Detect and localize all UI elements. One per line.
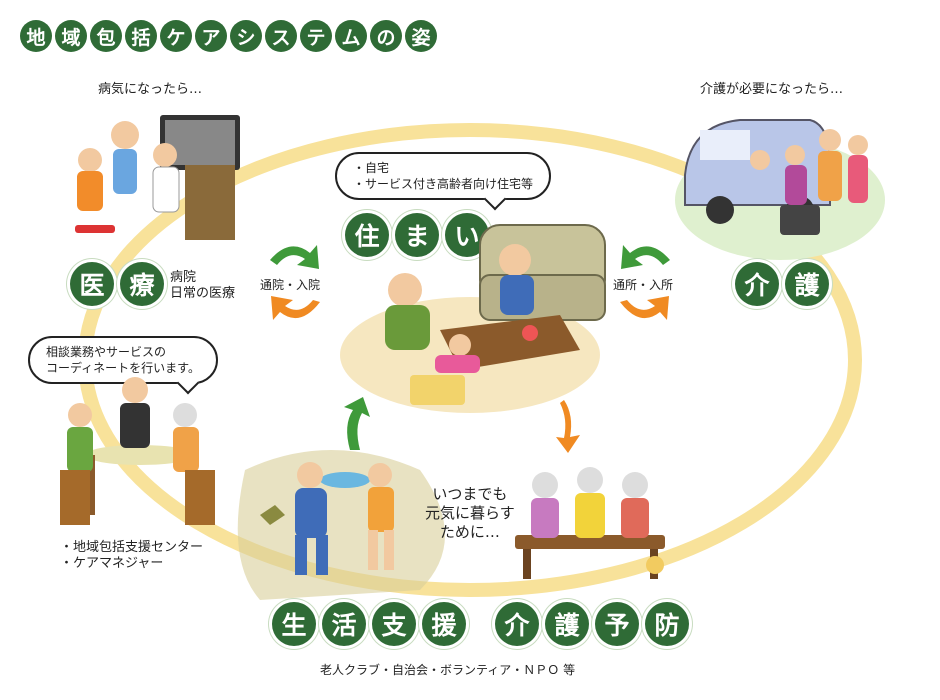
home-label: 住まい	[345, 213, 489, 257]
title-char: 包	[90, 20, 122, 52]
message-line: ために…	[439, 523, 500, 541]
prevention-label-char: 介	[495, 602, 539, 646]
arrow-orange-icon	[556, 400, 580, 453]
footer-note: 老人クラブ・自治会・ボランティア・ＮＰＯ 等	[320, 663, 576, 677]
title-char: テ	[300, 20, 332, 52]
life-support-label-char: 支	[372, 602, 416, 646]
center-list-item: ・地域包括支援センター	[60, 540, 204, 555]
prevention-label: 介護予防	[495, 602, 689, 646]
care-caption: 介護が必要になったら…	[700, 82, 844, 97]
home-illustration	[340, 224, 606, 413]
life-support-label-char: 援	[422, 602, 466, 646]
care-label-char: 介	[735, 262, 779, 306]
medical-caption: 病気になったら…	[98, 82, 203, 97]
title-char: 域	[55, 20, 87, 52]
medical-flow-label: 通院・入院	[260, 278, 321, 292]
medical-label: 医療	[70, 262, 164, 306]
arrow-green-icon	[344, 397, 370, 450]
care-illustration	[684, 119, 868, 235]
center-bubble-line: コーディネートを行います。	[46, 361, 200, 375]
title-char: ケ	[160, 20, 192, 52]
home-label-char: 住	[345, 213, 389, 257]
home-bubble-line: ・自宅	[353, 161, 390, 175]
title-char: ス	[265, 20, 297, 52]
medical-desc: 病院 日常の医療	[170, 270, 235, 302]
home-bubble: ・自宅 ・サービス付き高齢者向け住宅等	[335, 152, 552, 200]
message: いつまでも 元気に暮らす ために…	[425, 485, 515, 542]
title-char: の	[370, 20, 402, 52]
care-flow-label: 通所・入所	[613, 278, 674, 292]
home-label-char: ま	[395, 213, 439, 257]
life-support-label: 生活支援	[272, 602, 466, 646]
title-char: 地	[20, 20, 52, 52]
center-list: ・地域包括支援センター ・ケアマネジャー	[60, 540, 203, 572]
prevention-label-char: 防	[645, 602, 689, 646]
arrow-orange-icon	[620, 296, 669, 320]
message-line: いつまでも	[432, 485, 508, 503]
center-list-item: ・ケアマネジャー	[60, 556, 164, 571]
message-line: 元気に暮らす	[425, 504, 515, 522]
arrow-green-icon	[270, 245, 319, 269]
title-char: ア	[195, 20, 227, 52]
center-bubble-line: 相談業務やサービスの	[46, 345, 167, 359]
medical-illustration	[75, 115, 240, 240]
life-support-illustration	[260, 462, 394, 575]
medical-desc-line: 日常の医療	[170, 286, 236, 301]
life-support-label-char: 活	[322, 602, 366, 646]
prevention-label-char: 予	[595, 602, 639, 646]
prevention-illustration	[515, 467, 665, 579]
title-char: 姿	[405, 20, 437, 52]
page-title: 地域包括ケアシステムの姿	[20, 20, 437, 52]
life-support-label-char: 生	[272, 602, 316, 646]
care-label-char: 護	[785, 262, 829, 306]
home-bubble-line: ・サービス付き高齢者向け住宅等	[353, 177, 534, 191]
title-char: 括	[125, 20, 157, 52]
center-bubble: 相談業務やサービスの コーディネートを行います。	[28, 336, 218, 384]
title-char: シ	[230, 20, 262, 52]
medical-label-char: 療	[120, 262, 164, 306]
prevention-label-char: 護	[545, 602, 589, 646]
medical-desc-line: 病院	[170, 270, 197, 285]
care-label: 介護	[735, 262, 829, 306]
title-char: ム	[335, 20, 367, 52]
arrow-green-icon	[621, 245, 670, 269]
arrow-orange-icon	[271, 296, 320, 320]
medical-label-char: 医	[70, 262, 114, 306]
home-label-char: い	[445, 213, 489, 257]
center-illustration	[60, 377, 215, 525]
